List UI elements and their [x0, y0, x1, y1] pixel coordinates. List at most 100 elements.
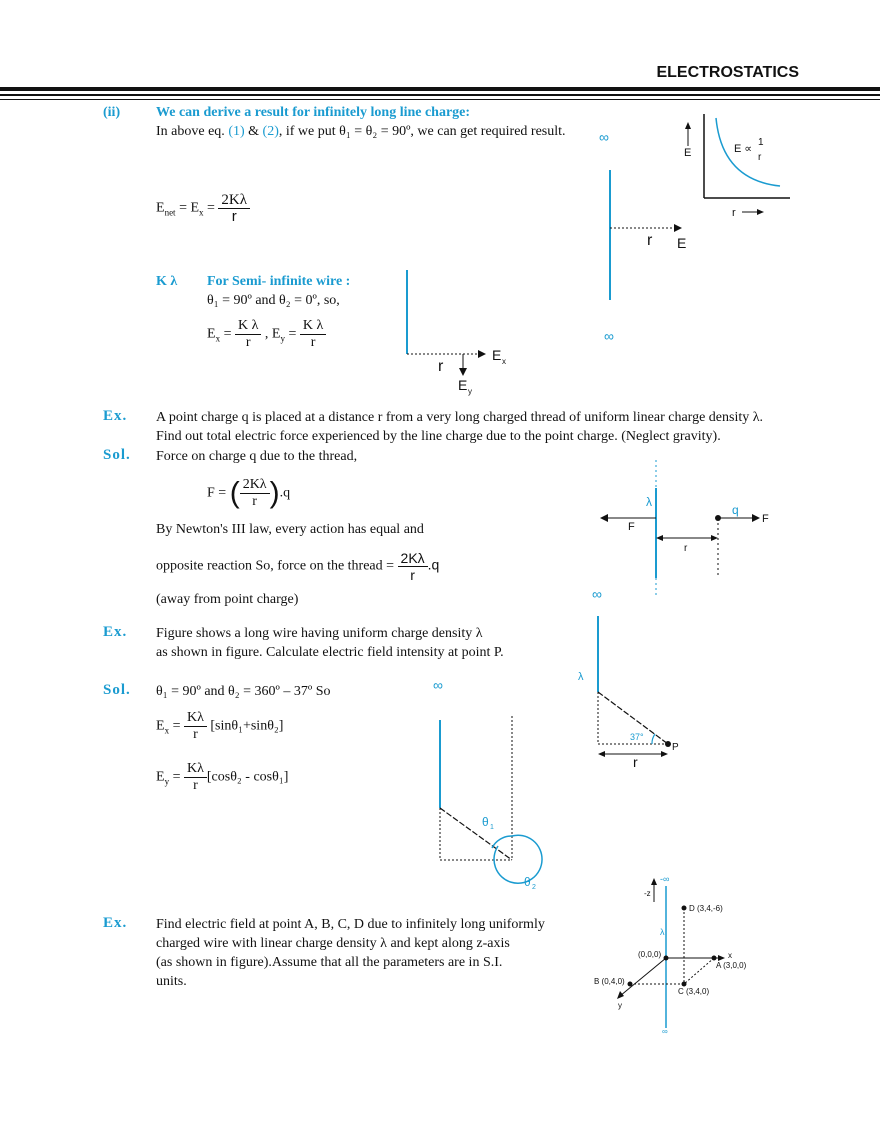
- denominator: r: [193, 778, 198, 793]
- inf-bottom-label: ∞: [604, 328, 614, 344]
- lambda-label: λ: [646, 495, 652, 509]
- section-iii-line1: θ₁ = 90º and θ₂ = 0º, so,: [207, 293, 340, 308]
- sub: y: [164, 776, 170, 787]
- text: In above eq.: [156, 124, 229, 139]
- section-ii-text: In above eq. (1) & (2), if we put θ₁ = θ…: [156, 123, 566, 141]
- newton-line2: opposite reaction So, force on the threa…: [156, 550, 439, 583]
- x-label: x: [728, 951, 732, 960]
- arrow-head: [661, 751, 668, 757]
- r-label: r: [684, 543, 688, 554]
- example-3-text-line2: charged wire with linear charge density …: [156, 936, 510, 951]
- section-heading-ii: We can derive a result for infinitely lo…: [156, 105, 471, 120]
- denominator: r: [231, 208, 237, 225]
- arrow-head: [651, 878, 657, 885]
- newton-line1: By Newton's III law, every action has eq…: [156, 522, 424, 537]
- lambda-label: λ: [578, 671, 584, 683]
- text: [cosθ₂ - cosθ₁]: [206, 769, 289, 785]
- denominator: r: [410, 567, 415, 583]
- ac-dashed: [683, 957, 715, 985]
- point-p-figure: ∞ λ 37° P r: [578, 586, 679, 770]
- semi-infinite-wire-figure: r E x E y: [406, 270, 506, 396]
- e-vs-r-graph: E E ∝ 1 r r: [684, 114, 790, 219]
- denominator: r: [310, 335, 316, 350]
- sub: x: [164, 725, 170, 736]
- text: , if we put θ₁ = θ₂ = 90º, we can get re…: [278, 124, 566, 139]
- arrow-head: [598, 751, 605, 757]
- D-label: D (3,4,-6): [689, 904, 723, 913]
- eq-ref-1: (1): [228, 124, 245, 139]
- angle-arc: [651, 733, 656, 745]
- text: = E: [175, 200, 200, 216]
- Ex-label: E: [492, 347, 501, 363]
- point-p: [665, 741, 671, 747]
- r-label: r: [633, 754, 638, 770]
- example-2-text-line2: as shown in figure. Calculate electric f…: [156, 645, 504, 660]
- minus-z-label: -z: [644, 889, 651, 898]
- Ey-sub: y: [468, 387, 472, 396]
- text: F =: [207, 485, 230, 501]
- F-left-label: F: [628, 521, 635, 533]
- minus-inf-label: -∞: [660, 874, 669, 884]
- ex: E: [207, 326, 216, 342]
- r-label: r: [647, 232, 653, 249]
- theta1-sub: 1: [490, 824, 494, 831]
- curve: [715, 117, 781, 187]
- numerator: Kλ: [183, 710, 207, 727]
- theta2-arc: [493, 834, 543, 884]
- right-paren: ): [269, 476, 280, 510]
- text: =: [203, 200, 219, 216]
- theta2-label: θ: [524, 875, 531, 889]
- ey: E: [156, 769, 165, 785]
- example-label: Ex.: [103, 408, 128, 424]
- prop-label: E ∝: [734, 143, 752, 155]
- away-line: (away from point charge): [156, 592, 299, 607]
- arrow-head: [685, 122, 691, 129]
- left-paren: (: [229, 476, 240, 510]
- inf-label: ∞: [592, 586, 602, 602]
- arrow-head: [752, 514, 760, 522]
- arrow-head: [711, 535, 718, 541]
- inf-top-label: ∞: [599, 129, 609, 145]
- line-to-point: [439, 807, 513, 861]
- example-label: Ex.: [103, 624, 128, 640]
- eq-ref-2: (2): [262, 124, 279, 139]
- text: =: [169, 718, 184, 734]
- sub: net: [164, 207, 176, 218]
- point-c: [681, 981, 687, 987]
- B-label: B (0,4,0): [594, 977, 625, 986]
- example-label: Ex.: [103, 915, 128, 931]
- E-label: E: [684, 147, 691, 159]
- text: opposite reaction So, force on the threa…: [156, 558, 398, 574]
- section-number-ii: (ii): [103, 105, 121, 120]
- arrow-head: [656, 535, 663, 541]
- arrow-head: [718, 955, 725, 961]
- numerator: K λ: [299, 318, 327, 335]
- Ey-label: E: [458, 377, 467, 393]
- arrow-head: [674, 224, 682, 232]
- example-1-text-line1: A point charge q is placed at a distance…: [156, 410, 764, 425]
- inf-label: ∞: [662, 1027, 668, 1036]
- text: [sinθ₁+sinθ₂]: [210, 718, 284, 734]
- solution-label: Sol.: [103, 682, 131, 698]
- denominator: r: [252, 494, 257, 509]
- theta1-label: θ: [482, 815, 489, 829]
- p-label: P: [672, 742, 679, 753]
- y-axis: [619, 957, 667, 997]
- q-label: q: [732, 503, 739, 517]
- theta2-sub: 2: [532, 884, 536, 891]
- axes-3d-figure: -∞ -z D (3,4,-6) λ (0,0,0) x A (3,0,0) y…: [594, 874, 747, 1036]
- Ex-sub: x: [502, 357, 506, 366]
- r-frac-label: r: [758, 152, 762, 163]
- C-label: C (3,4,0): [678, 987, 709, 996]
- lambda-label: λ: [660, 927, 665, 937]
- origin-label: (0,0,0): [638, 950, 661, 959]
- example-3-text-line3: (as shown in figure).Assume that all the…: [156, 955, 503, 970]
- numerator: K λ: [234, 318, 262, 335]
